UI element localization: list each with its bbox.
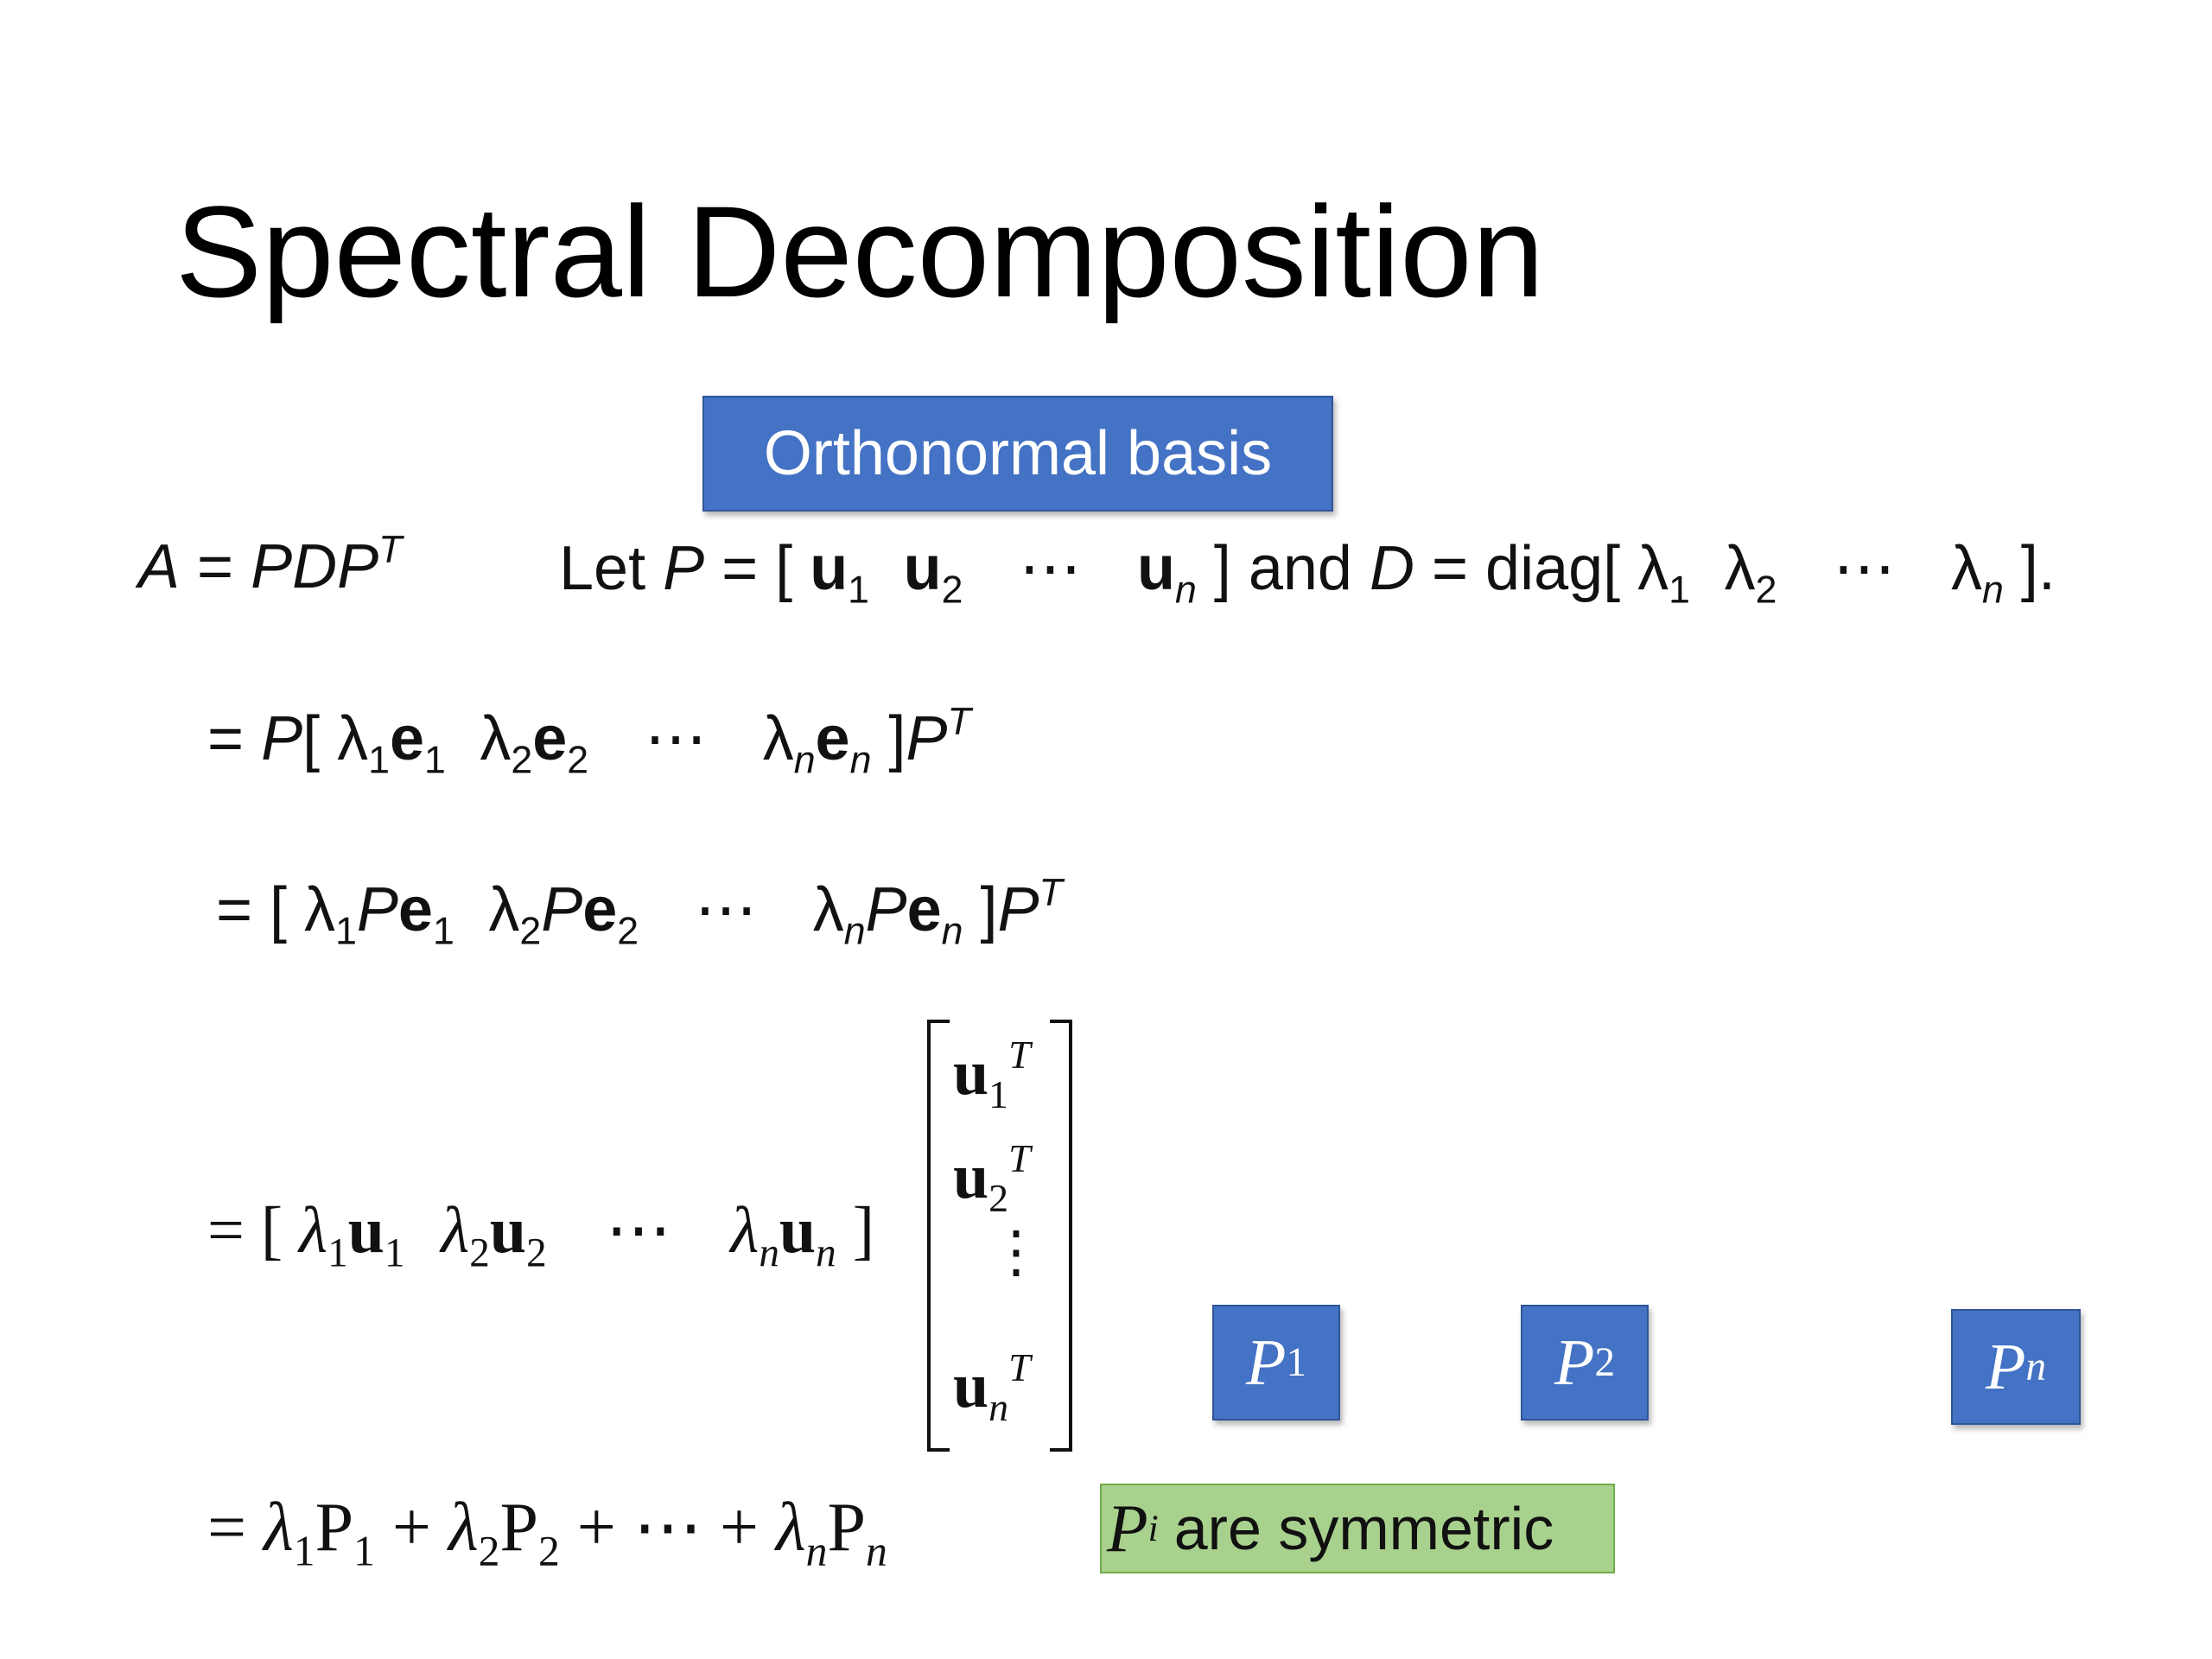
slide-title: Spectral Decomposition [175,179,1545,324]
matrix-left-bracket [927,1020,950,1452]
matrix-row-1: u1T [953,1033,1031,1117]
matrix-row-n: unT [953,1345,1031,1430]
equation-a-pdpt: A = PDPT [138,528,403,601]
orthonormal-basis-callout: Orthonormal basis [702,396,1333,512]
matrix-right-bracket [1050,1020,1072,1452]
equation-final-sum: = λ1P1 + λ2P2 + ⋯ + λnPn [207,1490,887,1575]
matrix-vertical-dots: ⋮ [988,1221,1045,1284]
matrix-row-2: u2T [953,1136,1031,1221]
transpose-column-matrix: u1T u2T ⋮ unT [927,1020,1072,1452]
